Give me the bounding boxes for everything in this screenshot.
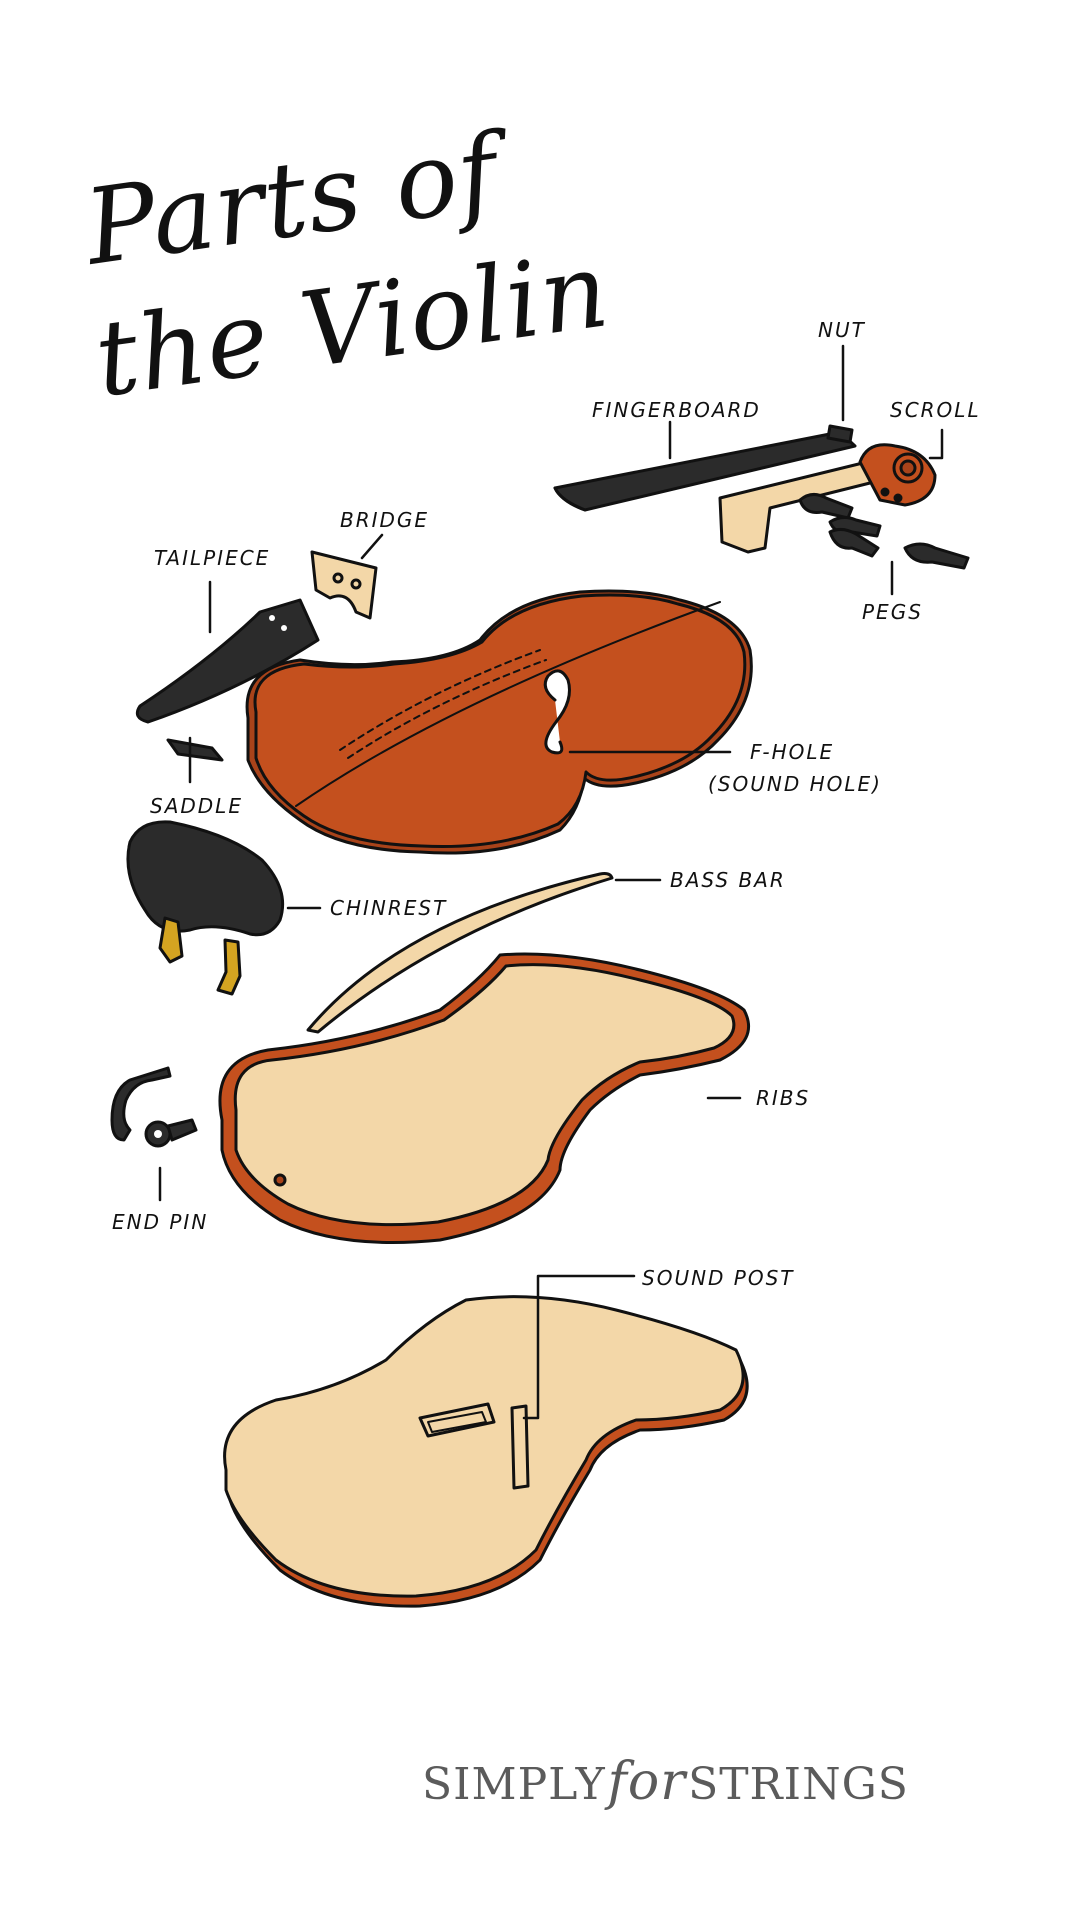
label-chinrest: CHINREST <box>330 896 448 920</box>
scroll-part <box>858 443 937 507</box>
label-bridge: BRIDGE <box>340 508 430 532</box>
f-hole-part <box>543 669 571 755</box>
label-sound-post: SOUND POST <box>642 1266 795 1290</box>
label-ribs: RIBS <box>756 1086 811 1110</box>
label-pegs: PEGS <box>862 600 923 624</box>
brand-logo: SIMPLYforSTRINGS <box>422 1752 909 1812</box>
label-fingerboard: FINGERBOARD <box>592 398 761 422</box>
ribs-part <box>218 952 750 1244</box>
label-sound-hole: (SOUND HOLE) <box>708 772 882 796</box>
top-plate-part <box>245 589 753 855</box>
nut-part <box>826 424 854 444</box>
back-plate-part <box>223 1295 749 1608</box>
sound-post-part <box>510 1404 530 1490</box>
label-tailpiece: TAILPIECE <box>154 546 271 570</box>
label-plate <box>418 1402 496 1438</box>
bridge-part <box>310 550 378 620</box>
label-nut: NUT <box>818 318 866 342</box>
pegs-part <box>798 493 970 570</box>
brand-left: SIMPLY <box>422 1759 606 1810</box>
label-end-pin: END PIN <box>112 1210 209 1234</box>
label-saddle: SADDLE <box>150 794 243 818</box>
label-bass-bar: BASS BAR <box>670 868 786 892</box>
label-f-hole: F-HOLE <box>750 740 835 764</box>
end-pin-part <box>110 1066 198 1148</box>
saddle-part <box>166 738 224 762</box>
leader-lines <box>158 344 944 1420</box>
brand-right: STRINGS <box>688 1759 909 1810</box>
fingerboard-part <box>553 430 857 512</box>
brand-middle: for <box>607 1752 687 1812</box>
bass-bar-part <box>306 872 614 1034</box>
chinrest-part <box>126 820 285 996</box>
label-scroll: SCROLL <box>890 398 981 422</box>
